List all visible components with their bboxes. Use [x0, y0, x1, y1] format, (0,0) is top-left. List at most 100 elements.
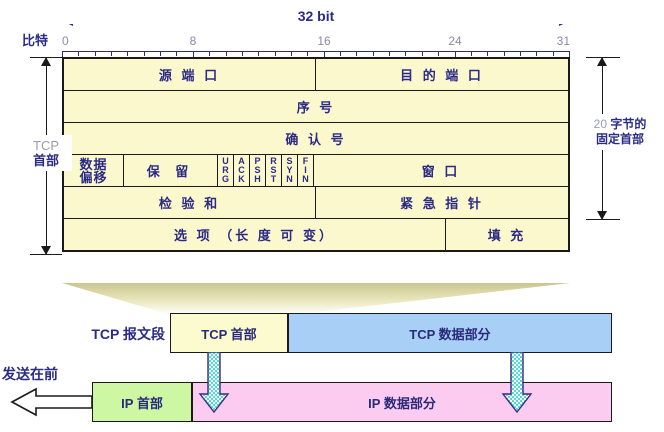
- bracket-arrow-up: [41, 57, 51, 66]
- field-data-offset-line2: 偏移: [79, 169, 108, 185]
- tcp-header-block: TCP 首部: [170, 313, 288, 353]
- ruler-tick-24: [455, 51, 456, 60]
- table-row-sequence: 序 号: [64, 91, 568, 123]
- ruler-tick-7: [176, 51, 177, 56]
- ruler-tick-29: [536, 51, 537, 56]
- fixed-header-bracket-label: 20 字节的 固定首部: [584, 114, 656, 150]
- ruler-tick-18: [356, 51, 357, 56]
- ruler-tick-14: [291, 51, 292, 56]
- fixed-header-span-bracket: 20 字节的 固定首部: [584, 57, 656, 220]
- ip-header-block: IP 首部: [92, 382, 192, 422]
- ruler-tick-10: [226, 51, 227, 56]
- ruler-tick-8: [193, 51, 194, 60]
- ruler-tick-27: [504, 51, 505, 56]
- field-source-port: 源 端 口: [64, 59, 316, 90]
- fixed-header-bytes: 20: [593, 117, 607, 131]
- fixed-bracket-arrow-up: [597, 57, 607, 66]
- ruler-tick-23: [438, 51, 439, 56]
- tick-label-31: 31: [556, 34, 570, 48]
- ruler-tick-21: [405, 51, 406, 56]
- ruler-tick-3: [111, 51, 112, 56]
- tcp-segment-bar: TCP 首部 TCP 数据部分: [170, 313, 612, 353]
- ruler-tick-1: [78, 51, 79, 56]
- tick-label-24: 24: [448, 34, 462, 48]
- ip-datagram-bar: IP 首部 IP 数据部分: [92, 382, 612, 422]
- send-first-label: 发送在前: [2, 366, 58, 382]
- send-direction-arrow-icon: [10, 387, 93, 417]
- ruler-tick-15: [307, 51, 308, 56]
- ruler-tick-16: [324, 51, 325, 60]
- bit-width-text: 32 bit: [291, 8, 341, 24]
- bit-ruler: 32 bit 0 8 16 24 31: [62, 8, 570, 60]
- scale-baseline: [62, 51, 570, 52]
- ruler-tick-25: [471, 51, 472, 56]
- ruler-tick-4: [127, 51, 128, 56]
- field-reserved: 保 留: [124, 155, 218, 186]
- table-row-ports: 源 端 口 目 的 端 口: [64, 59, 568, 91]
- ruler-tick-2: [95, 51, 96, 56]
- ruler-tick-28: [520, 51, 521, 56]
- table-row-checksum: 检 验 和 紧 急 指 针: [64, 187, 568, 219]
- tick-label-0: 0: [62, 34, 69, 48]
- field-checksum: 检 验 和: [64, 187, 316, 218]
- fixed-header-unit: 字节的: [610, 117, 647, 131]
- field-urgent-pointer: 紧 急 指 针: [400, 196, 484, 211]
- ruler-tick-5: [144, 51, 145, 56]
- ruler-tick-20: [389, 51, 390, 56]
- ruler-tick-11: [242, 51, 243, 56]
- ruler-tick-12: [258, 51, 259, 56]
- tcp-header-bracket-label: TCP 首部: [20, 135, 72, 171]
- field-sequence-number: 序 号: [296, 100, 336, 115]
- ruler-tick-31: [569, 51, 570, 60]
- ruler-tick-26: [487, 51, 488, 56]
- field-destination-port: 目 的 端 口: [400, 68, 484, 83]
- tcp-data-block: TCP 数据部分: [288, 313, 612, 353]
- tcp-header-bracket-line2: 首部: [32, 153, 59, 168]
- encapsulation-arrow-right-icon: [501, 352, 533, 414]
- tcp-header-bracket-line1: TCP: [33, 138, 59, 153]
- ruler-tick-9: [209, 51, 210, 56]
- ip-data-block: IP 数据部分: [192, 382, 612, 422]
- table-row-options: 选 项 （长 度 可 变） 填 充: [64, 219, 568, 250]
- field-acknowledgement-number: 确 认 号: [285, 132, 347, 147]
- tcp-header-span-bracket: TCP 首部: [20, 57, 72, 255]
- bracket-arrow-down: [41, 246, 51, 255]
- field-data-offset: 数据 偏移: [64, 155, 124, 186]
- fixed-header-bracket-line2: 固定首部: [595, 132, 644, 146]
- ruler-tick-13: [275, 51, 276, 56]
- field-data-offset-line1: 数据: [79, 156, 108, 172]
- field-options: 选 项 （长 度 可 变）: [64, 219, 446, 250]
- bit-width-caption: 32 bit: [62, 8, 570, 24]
- ruler-tick-6: [160, 51, 161, 56]
- tick-label-8: 8: [189, 34, 197, 48]
- tcp-segment-label: TCP 报文段: [91, 326, 165, 342]
- ruler-tick-17: [340, 51, 341, 56]
- fixed-header-bracket-line1: 20 字节的: [584, 117, 656, 132]
- bit-scale: 0 8 16 24 31: [62, 34, 570, 60]
- tick-label-16: 16: [317, 34, 331, 48]
- field-window: 窗 口: [421, 164, 461, 179]
- ruler-tick-30: [553, 51, 554, 56]
- encapsulation-arrow-left-icon: [198, 352, 230, 414]
- ruler-tick-19: [373, 51, 374, 56]
- bit-axis-label: 比特: [22, 33, 49, 48]
- header-to-segment-funnel: [62, 283, 570, 315]
- ruler-tick-0: [62, 51, 63, 60]
- ruler-tick-22: [422, 51, 423, 56]
- field-padding: 填 充: [487, 228, 527, 243]
- table-row-ack: 确 认 号: [64, 123, 568, 155]
